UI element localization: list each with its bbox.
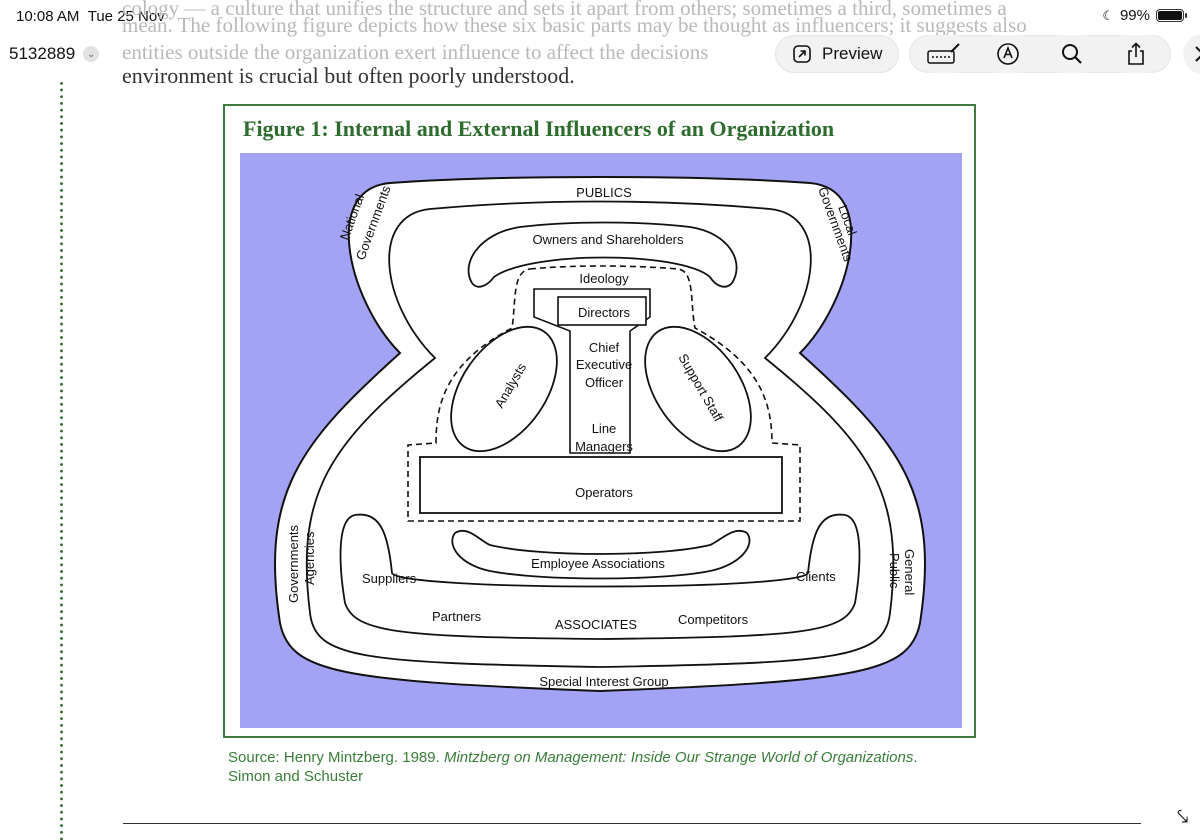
owners-band: [467, 221, 738, 288]
moon-icon: ☾: [1102, 7, 1114, 23]
figure-source: Source: Henry Mintzberg. 1989. Mintzberg…: [228, 749, 918, 785]
battery-icon: [1156, 9, 1187, 22]
open-external-icon: [793, 45, 811, 63]
label-governments-agencies: Agencies: [302, 531, 317, 585]
faded-text-line: mean. The following figure depicts how t…: [122, 13, 1027, 37]
section-divider: [123, 823, 1141, 824]
label-governments-agencies: Governments: [286, 524, 301, 603]
share-button[interactable]: [1106, 35, 1167, 73]
resize-corner-icon[interactable]: ⤥: [1177, 806, 1189, 828]
label-clients: Clients: [796, 569, 836, 584]
close-button[interactable]: [1183, 34, 1200, 74]
directors-funnel: [533, 288, 651, 454]
label-general-public: Public: [887, 553, 902, 589]
label-employee-associations: Employee Associations: [531, 556, 665, 571]
label-operators: Operators: [575, 485, 633, 500]
document-title: 5132889: [9, 44, 76, 63]
label-directors: Directors: [578, 305, 631, 320]
status-time: 10:08 AM Tue 25 Nov: [16, 8, 165, 25]
keyboard-pen-icon: [927, 43, 961, 64]
label-ideology: Ideology: [579, 271, 629, 286]
close-icon: [1195, 46, 1200, 62]
label-ceo: Officer: [585, 375, 624, 390]
figure-title: Figure 1: Internal and External Influenc…: [243, 116, 835, 141]
search-icon: [1062, 44, 1083, 64]
status-indicators: ☾ 99%: [1102, 7, 1187, 24]
suppliers-clients-band: [339, 513, 861, 640]
share-icon: [1128, 42, 1145, 65]
faded-text-line: cology — a culture that unifies the stru…: [122, 0, 1007, 20]
body-text-line: environment is crucial but often poorly …: [122, 63, 575, 88]
influencers-diagram: PUBLICS Owners and Shareholders Ideology…: [240, 153, 962, 728]
associates-boundary: [305, 200, 895, 668]
label-owners: Owners and Shareholders: [532, 232, 684, 247]
faded-text-line: entities outside the organization exert …: [122, 40, 709, 64]
label-line-managers: Line: [592, 421, 617, 436]
operators-box: [419, 456, 783, 514]
markup-icon: [997, 43, 1020, 65]
annotation-guide-line: [60, 80, 63, 840]
toolbar: Preview: [775, 34, 1200, 74]
label-special-interest-group: Special Interest Group: [539, 674, 668, 689]
label-associates: ASSOCIATES: [555, 617, 637, 632]
label-publics: PUBLICS: [576, 185, 632, 200]
support-staff-ellipse: [644, 325, 752, 453]
label-line-managers: Managers: [575, 439, 633, 454]
ideology-boundary: [407, 265, 801, 522]
battery-percent: 99%: [1119, 7, 1150, 24]
tool-group: [909, 35, 1172, 73]
label-partners: Partners: [432, 609, 482, 624]
markup-button[interactable]: [978, 35, 1039, 73]
employee-associations-band: [451, 530, 751, 580]
label-suppliers: Suppliers: [362, 571, 417, 586]
search-button[interactable]: [1042, 35, 1103, 73]
label-general-public: General: [902, 549, 917, 595]
label-ceo: Executive: [576, 357, 632, 372]
label-competitors: Competitors: [678, 612, 749, 627]
document-title-menu[interactable]: 5132889 ⌄: [9, 44, 100, 64]
chevron-down-icon: ⌄: [83, 46, 100, 62]
open-in-preview-button[interactable]: Preview: [775, 35, 900, 73]
outer-publics-boundary: [274, 176, 926, 693]
directors-box: [557, 296, 647, 326]
label-ceo: Chief: [589, 340, 620, 355]
figure-frame: [223, 104, 976, 738]
keyboard-pen-button[interactable]: [914, 35, 975, 73]
analysts-ellipse: [450, 325, 558, 453]
